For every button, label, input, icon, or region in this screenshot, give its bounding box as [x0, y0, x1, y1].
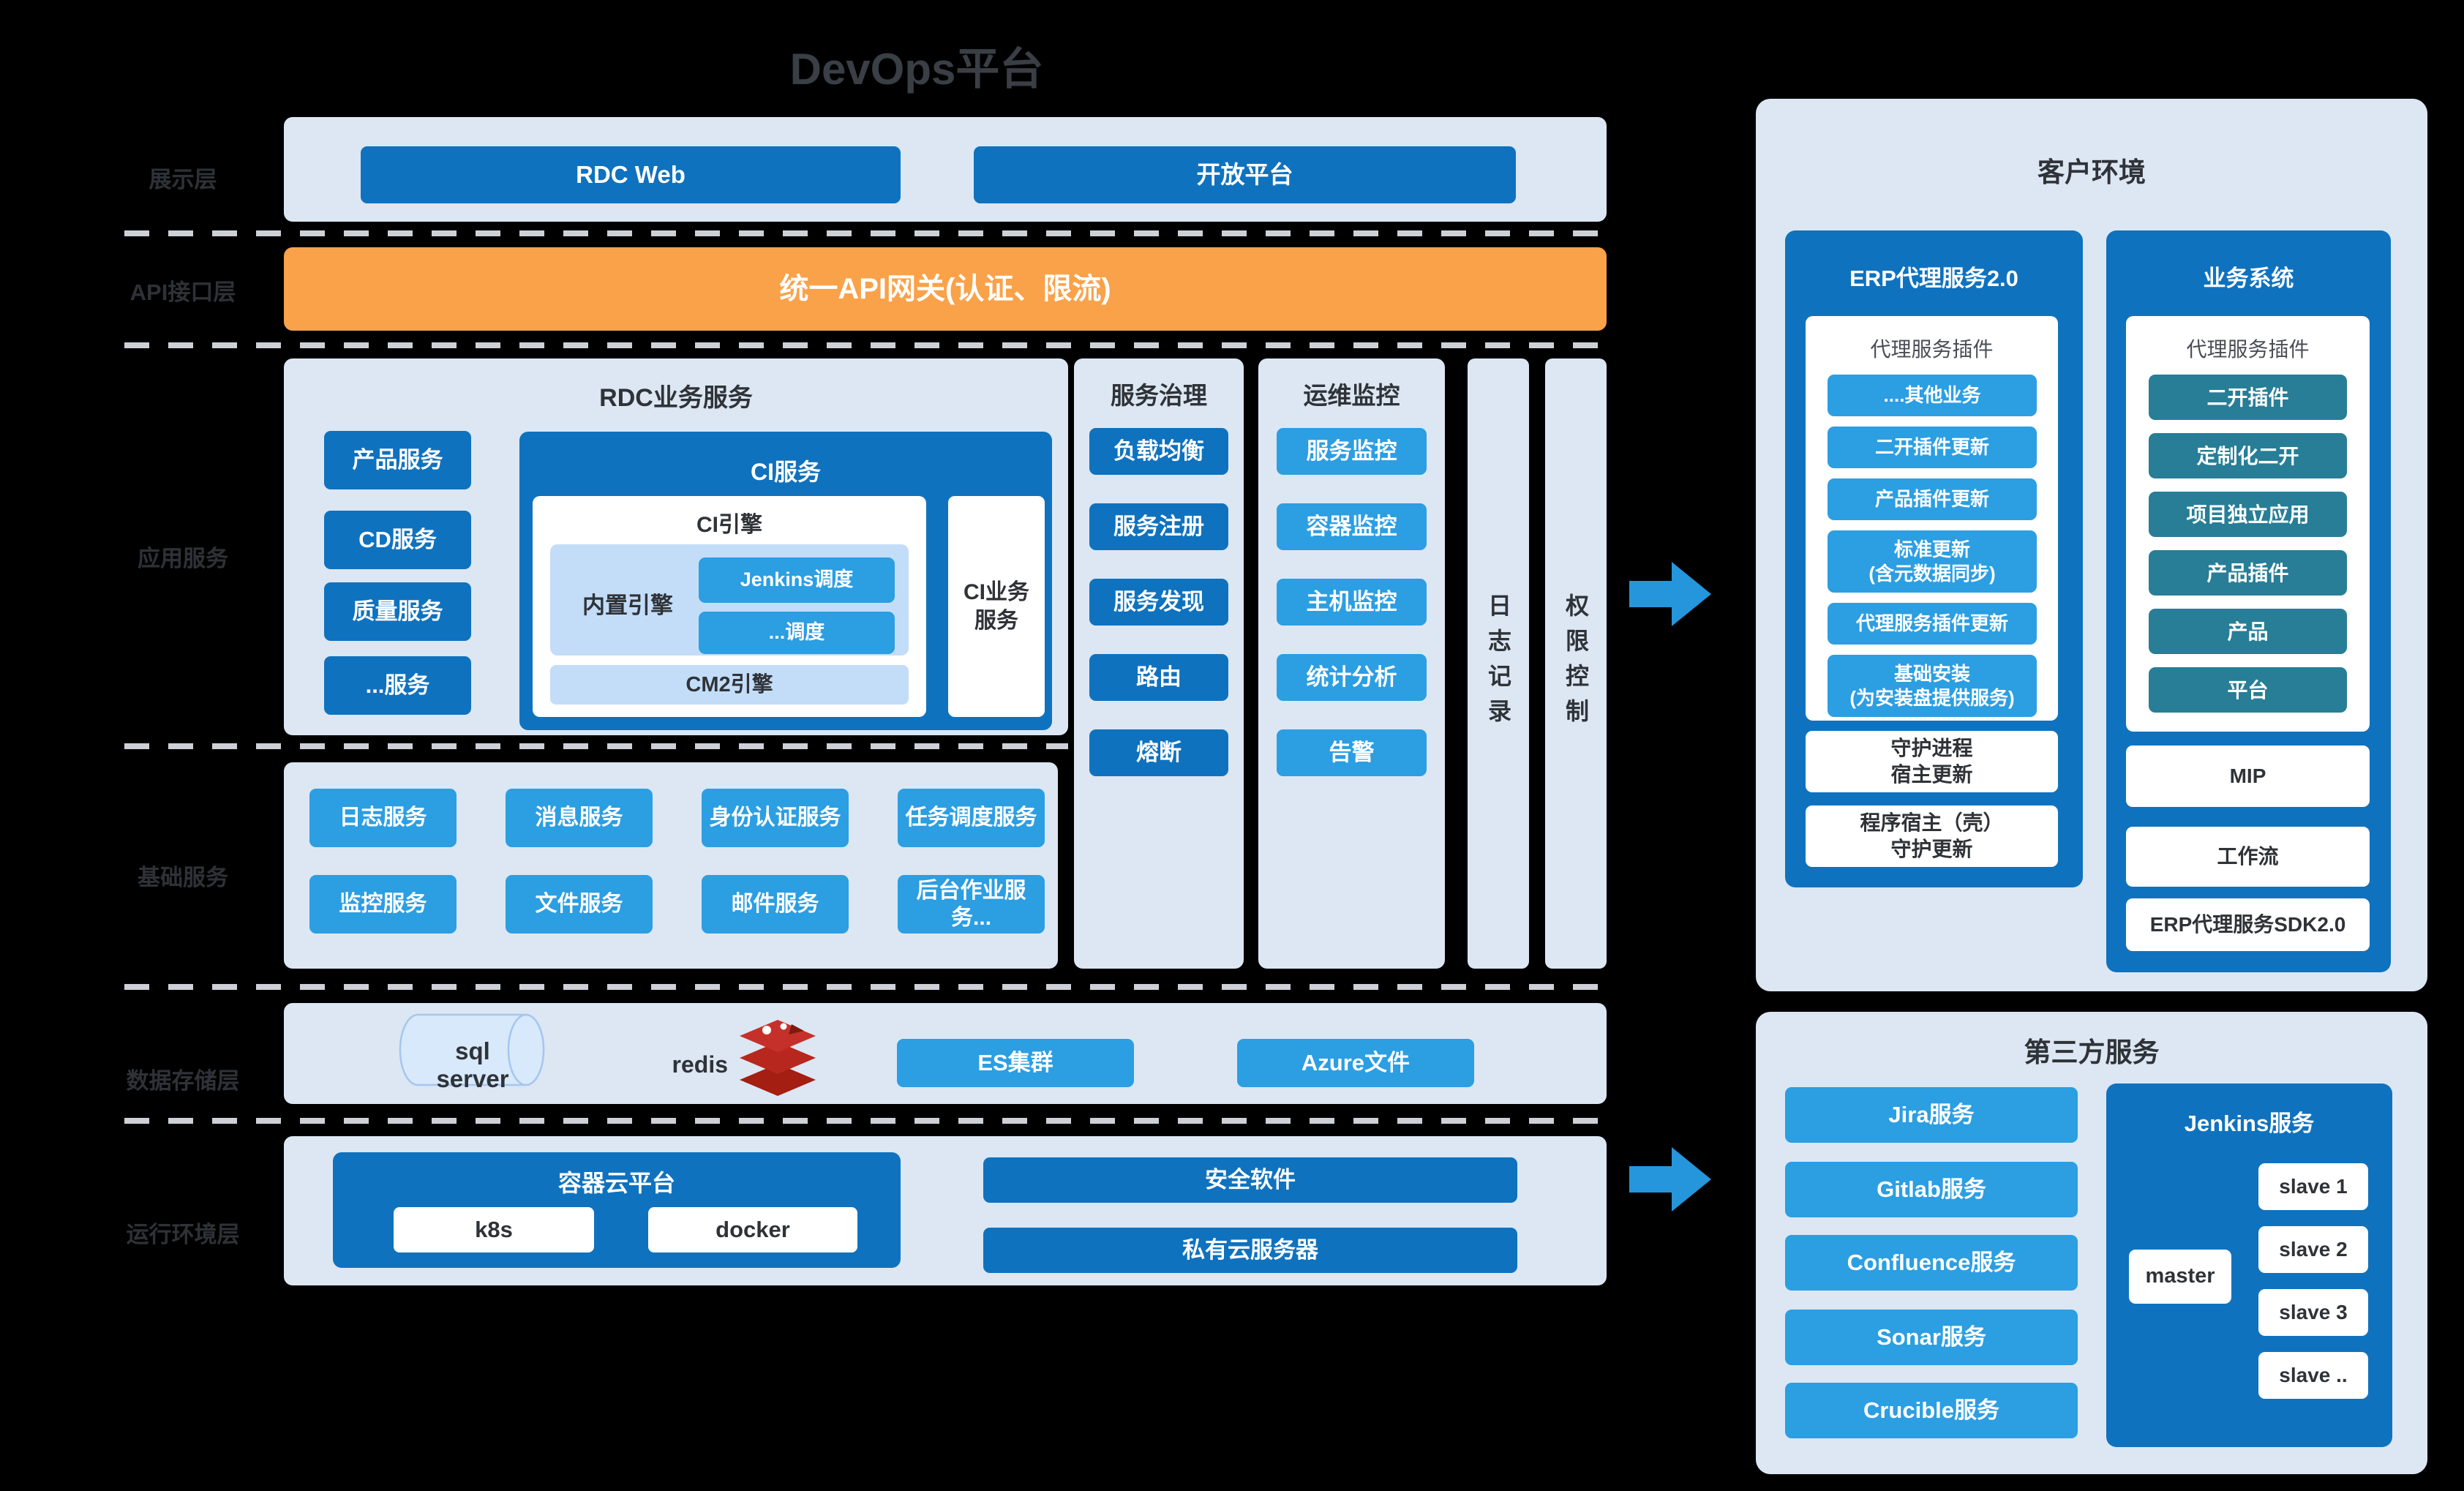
crucible-service-button: Crucible服务 [1785, 1383, 2078, 1438]
arrow-right-icon-top [1629, 562, 1711, 626]
logging-bar-label: 日志记录 [1485, 593, 1511, 734]
service-discovery-button: 服务发现 [1089, 579, 1228, 626]
jenkins-service-title: Jenkins服务 [2184, 1111, 2315, 1136]
erp-base-install-button: 基础安装 (为安装盘提供服务) [1828, 655, 2037, 717]
load-balance-button: 负载均衡 [1089, 428, 1228, 475]
governance-title: 服务治理 [1111, 382, 1207, 409]
azure-files-button: Azure文件 [1237, 1039, 1474, 1087]
biz-erp-sdk-box: ERP代理服务SDK2.0 [2126, 898, 2370, 951]
biz-product-plugin-button: 产品插件 [2149, 550, 2347, 596]
mail-service-button: 邮件服务 [702, 875, 849, 934]
ci-biz-service-box: CI业务 服务 [948, 496, 1045, 717]
third-party-title: 第三方服务 [2024, 1037, 2160, 1067]
customer-env-title: 客户环境 [2037, 157, 2146, 187]
open-platform-button: 开放平台 [974, 146, 1516, 203]
divider-3 [124, 743, 1068, 749]
sonar-service-button: Sonar服务 [1785, 1310, 2078, 1365]
erp-daemon-host-update-box: 守护进程 宿主更新 [1806, 731, 2058, 792]
jira-service-button: Jira服务 [1785, 1087, 2078, 1143]
service-register-button: 服务注册 [1089, 503, 1228, 550]
page-title: DevOps平台 [789, 45, 1044, 94]
biz-workflow-box: 工作流 [2126, 827, 2370, 887]
security-software-bar: 安全软件 [983, 1157, 1517, 1203]
service-monitor-button: 服务监控 [1277, 428, 1427, 475]
circuit-breaker-button: 熔断 [1089, 729, 1228, 776]
quality-service-button: 质量服务 [324, 582, 471, 641]
jenkins-master-box: master [2129, 1250, 2231, 1304]
message-service-button: 消息服务 [506, 789, 653, 847]
sql-server-cylinder-icon [399, 1013, 545, 1086]
file-service-button: 文件服务 [506, 875, 653, 934]
layer-label-api: API接口层 [129, 279, 236, 305]
permission-bar-label: 权限控制 [1563, 593, 1589, 734]
docker-button: docker [648, 1207, 857, 1252]
jenkins-slave-more-box: slave .. [2258, 1352, 2368, 1399]
confluence-service-button: Confluence服务 [1785, 1235, 2078, 1291]
biz-mip-box: MIP [2126, 746, 2370, 807]
layer-label-storage: 数据存储层 [126, 1068, 240, 1094]
biz-system-title: 业务系统 [2203, 266, 2294, 291]
erp-proxy-plugin-update-button: 代理服务插件更新 [1828, 603, 2037, 645]
monitor-service-button: 监控服务 [309, 875, 457, 934]
erp-standard-update-button: 标准更新 (含元数据同步) [1828, 530, 2037, 593]
layer-label-app: 应用服务 [138, 546, 228, 571]
identity-service-button: 身份认证服务 [702, 789, 849, 847]
permission-bar: 权限控制 [1545, 358, 1607, 969]
biz-platform-button: 平台 [2149, 667, 2347, 713]
biz-plugins-header: 代理服务插件 [2186, 338, 2310, 361]
jenkins-scheduler-button: Jenkins调度 [699, 557, 895, 603]
routing-button: 路由 [1089, 654, 1228, 701]
divider-4 [124, 984, 1611, 990]
biz-independent-app-button: 项目独立应用 [2149, 492, 2347, 537]
es-cluster-button: ES集群 [897, 1039, 1134, 1087]
monitoring-title: 运维监控 [1303, 382, 1400, 409]
sql-server-label: sql server [436, 1037, 509, 1092]
private-cloud-bar: 私有云服务器 [983, 1228, 1517, 1273]
task-scheduler-service-button: 任务调度服务 [898, 789, 1045, 847]
redis-logo-icon [740, 1020, 816, 1096]
jenkins-slave1-box: slave 1 [2258, 1163, 2368, 1210]
product-service-button: 产品服务 [324, 431, 471, 489]
layer-label-display: 展示层 [149, 167, 217, 192]
erp-proxy-title: ERP代理服务2.0 [1849, 266, 2018, 291]
jenkins-slave3-box: slave 3 [2258, 1289, 2368, 1336]
cm2-engine-bar: CM2引擎 [550, 665, 909, 705]
layer-label-runtime: 运行环境层 [126, 1222, 240, 1247]
biz-custom-dev-button: 定制化二开 [2149, 433, 2347, 478]
biz-product-button: 产品 [2149, 609, 2347, 654]
api-gateway-bar: 统一API网关(认证、限流) [284, 247, 1607, 331]
divider-2 [124, 342, 1611, 348]
container-monitor-button: 容器监控 [1277, 503, 1427, 550]
rdc-web-button: RDC Web [361, 146, 901, 203]
redis-label: redis [672, 1051, 728, 1078]
erp-secondary-plugin-update-button: 二开插件更新 [1828, 427, 2037, 468]
background-job-service-button: 后台作业服务... [898, 875, 1045, 934]
other-scheduler-button: ...调度 [699, 612, 895, 654]
builtin-engine-label: 内置引擎 [582, 593, 673, 618]
container-cloud-title: 容器云平台 [557, 1170, 675, 1196]
stats-analysis-button: 统计分析 [1277, 654, 1427, 701]
rdc-services-title: RDC业务服务 [599, 384, 753, 412]
k8s-button: k8s [394, 1207, 594, 1252]
logging-bar: 日志记录 [1468, 358, 1529, 969]
jenkins-slave2-box: slave 2 [2258, 1226, 2368, 1273]
erp-other-biz-button: ....其他业务 [1828, 375, 2037, 416]
erp-product-plugin-update-button: 产品插件更新 [1828, 478, 2037, 520]
divider-1 [124, 230, 1611, 236]
alert-button: 告警 [1277, 729, 1427, 776]
ci-service-title: CI服务 [750, 459, 821, 485]
arrow-right-icon-bottom [1629, 1147, 1711, 1212]
biz-secondary-plugin-button: 二开插件 [2149, 375, 2347, 420]
divider-5 [124, 1118, 1611, 1124]
more-service-button: ...服务 [324, 656, 471, 715]
gitlab-service-button: Gitlab服务 [1785, 1162, 2078, 1217]
log-service-button: 日志服务 [309, 789, 457, 847]
erp-program-host-update-box: 程序宿主（壳） 守护更新 [1806, 805, 2058, 867]
cd-service-button: CD服务 [324, 511, 471, 569]
layer-label-base: 基础服务 [138, 865, 228, 890]
erp-plugins-header: 代理服务插件 [1870, 338, 1994, 361]
host-monitor-button: 主机监控 [1277, 579, 1427, 626]
ci-engine-title: CI引擎 [696, 513, 762, 537]
